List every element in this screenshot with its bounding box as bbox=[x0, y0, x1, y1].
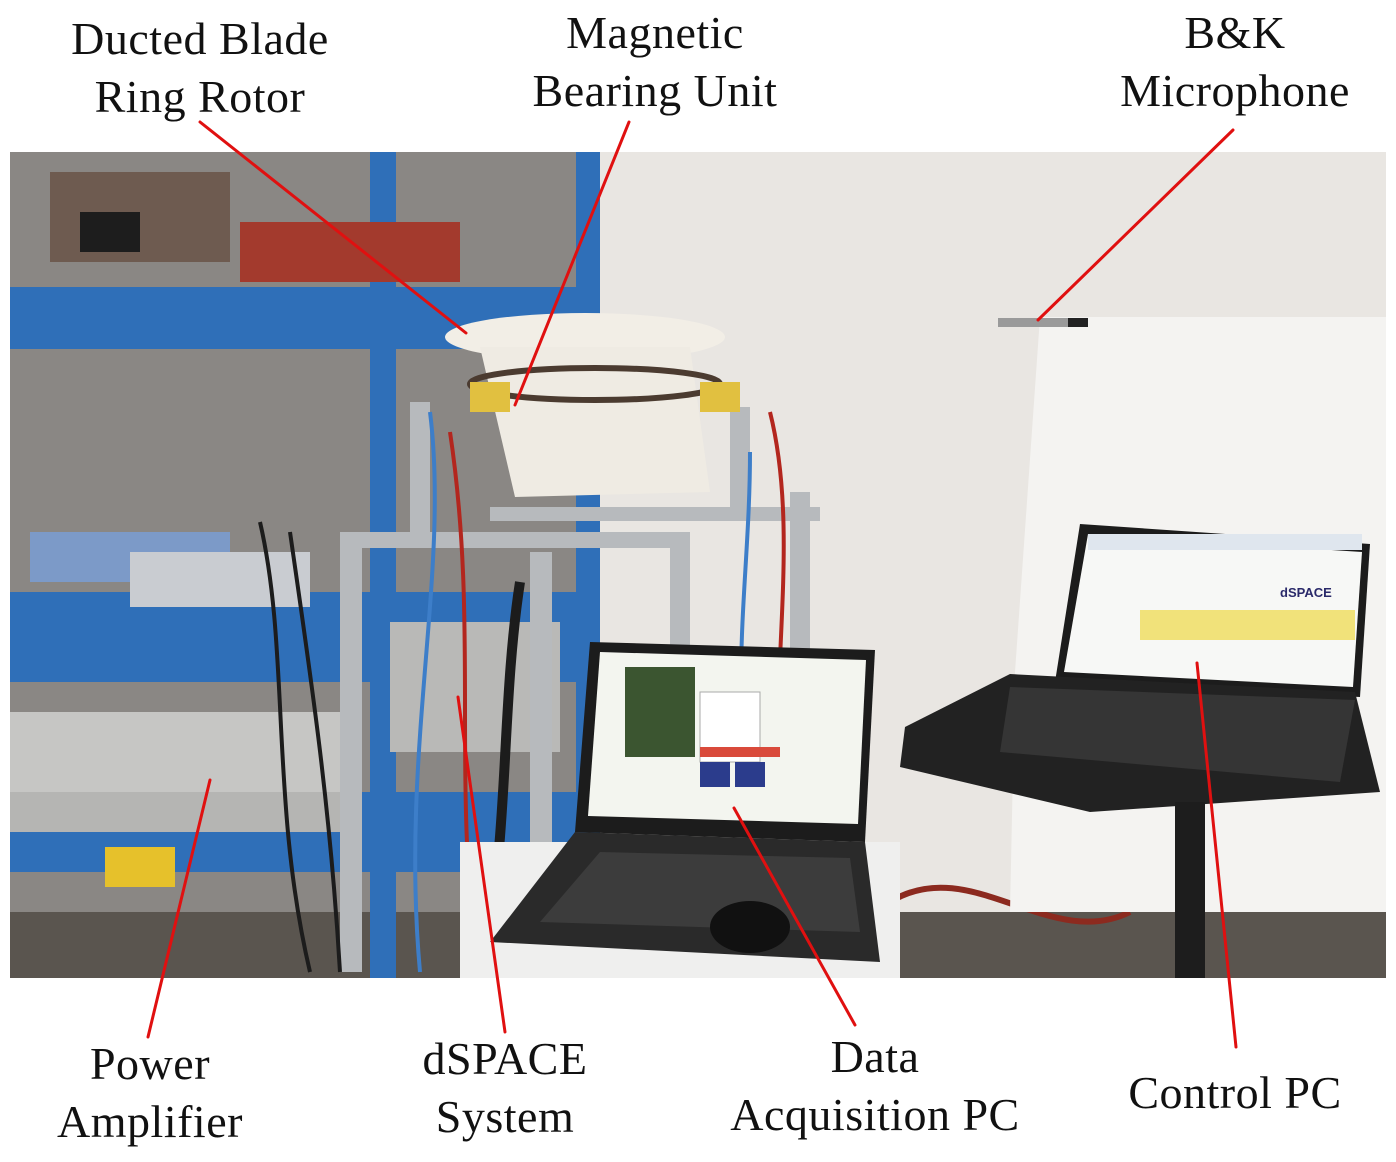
dspace-box-small bbox=[130, 552, 310, 607]
lab-setup-photo: dSPACE bbox=[10, 152, 1386, 978]
label-line: Power bbox=[89, 1038, 211, 1089]
label-magnetic-bearing-unit: Magnetic Bearing Unit bbox=[500, 4, 810, 120]
dspace-screen-brand: dSPACE bbox=[1280, 585, 1332, 600]
label-line: System bbox=[435, 1091, 575, 1142]
label-line: Ring Rotor bbox=[94, 71, 306, 122]
label-line: dSPACE bbox=[422, 1033, 588, 1084]
control-laptop: dSPACE bbox=[900, 524, 1380, 978]
label-line: Ducted Blade bbox=[71, 13, 329, 64]
label-bk-microphone: B&K Microphone bbox=[1095, 4, 1375, 120]
label-line: Bearing Unit bbox=[532, 65, 778, 116]
label-line: Amplifier bbox=[57, 1096, 243, 1147]
power-amplifier-unit bbox=[10, 712, 350, 802]
label-data-acquisition-pc: Data Acquisition PC bbox=[700, 1028, 1050, 1144]
label-line: Data bbox=[830, 1031, 920, 1082]
label-ducted-blade-ring-rotor: Ducted Blade Ring Rotor bbox=[40, 10, 360, 126]
label-line: Magnetic bbox=[566, 7, 744, 58]
label-line: Microphone bbox=[1120, 65, 1350, 116]
label-line: B&K bbox=[1184, 7, 1286, 58]
bk-microphone bbox=[998, 318, 1088, 327]
label-dspace-system: dSPACE System bbox=[380, 1030, 630, 1146]
label-line: Control PC bbox=[1128, 1067, 1342, 1118]
label-control-pc: Control PC bbox=[1100, 1064, 1370, 1122]
label-power-amplifier: Power Amplifier bbox=[20, 1035, 280, 1151]
label-line: Acquisition PC bbox=[730, 1089, 1020, 1140]
